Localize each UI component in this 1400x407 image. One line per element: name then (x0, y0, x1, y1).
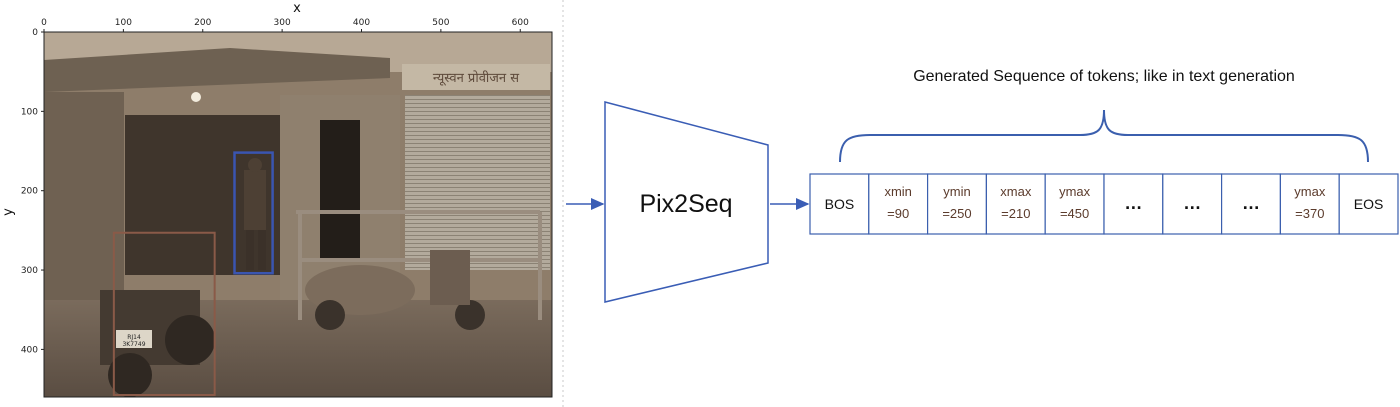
token-cell: … (1103, 173, 1164, 235)
token-special: EOS (1354, 196, 1384, 212)
token-cell: xmin =90 (868, 173, 929, 235)
token-value: =450 (1060, 206, 1089, 221)
token-box (926, 173, 987, 235)
token-sequence: BOS xmin =90 ymin =250 xmax =210 ymax =450 … … … yma… (809, 173, 1399, 235)
x-tick-label: 600 (512, 18, 529, 28)
token-cell: ymax =370 (1279, 173, 1340, 235)
token-value: =250 (942, 206, 971, 221)
token-ellipsis: … (1124, 193, 1142, 213)
y-axis-ticks: 0 100 200 300 400 (21, 28, 44, 355)
svg-text:न्यूस्वन प्रोवीजन स: न्यूस्वन प्रोवीजन स (433, 70, 519, 86)
x-tick-label: 100 (115, 18, 132, 28)
token-box (1162, 173, 1223, 235)
y-tick-label: 0 (32, 28, 38, 38)
token-name: ymax (1059, 184, 1091, 199)
token-cell: ymax =450 (1044, 173, 1105, 235)
token-name: xmin (884, 184, 911, 199)
svg-text:3K7749: 3K7749 (122, 341, 145, 348)
person-bounding-box (233, 151, 274, 275)
token-value: =90 (887, 206, 909, 221)
x-tick-label: 500 (432, 18, 449, 28)
token-value: =370 (1295, 206, 1324, 221)
image-plot: x y 0 100 200 300 400 500 600 0 100 200 300 400 न्… (1, 1, 553, 398)
plot-frame (43, 31, 553, 398)
token-ellipsis: … (1183, 193, 1201, 213)
token-cell: BOS (809, 173, 870, 235)
model-trapezoid (604, 101, 769, 303)
token-name: ymin (943, 184, 970, 199)
token-box (868, 173, 929, 235)
token-box (1220, 173, 1281, 235)
motorcycle-bounding-box (112, 231, 216, 396)
pix2seq-model: Pix2Seq (604, 101, 769, 303)
y-axis-label: y (1, 208, 16, 216)
x-tick-label: 200 (194, 18, 211, 28)
model-label: Pix2Seq (639, 190, 732, 218)
street-photo: न्यूस्वन प्रोवीजन स (44, 32, 552, 397)
y-tick-label: 100 (21, 107, 38, 117)
y-tick-label: 200 (21, 187, 38, 197)
x-axis-ticks: 0 100 200 300 400 500 600 (41, 18, 529, 32)
token-name: xmax (1000, 184, 1032, 199)
token-cell: xmax =210 (985, 173, 1046, 235)
token-box (1044, 173, 1105, 235)
token-box (1338, 173, 1399, 235)
token-box (985, 173, 1046, 235)
sequence-caption: Generated Sequence of tokens; like in te… (913, 68, 1295, 85)
token-value: =210 (1001, 206, 1030, 221)
svg-text:RJ14: RJ14 (127, 334, 141, 341)
token-cell: … (1220, 173, 1281, 235)
x-tick-label: 400 (353, 18, 370, 28)
token-name: ymax (1294, 184, 1326, 199)
token-ellipsis: … (1242, 193, 1260, 213)
token-box (1279, 173, 1340, 235)
x-tick-label: 300 (274, 18, 291, 28)
token-cell: ymin =250 (926, 173, 987, 235)
token-special: BOS (825, 196, 855, 212)
token-cell: … (1162, 173, 1223, 235)
token-box (1103, 173, 1164, 235)
token-cell: EOS (1338, 173, 1399, 235)
x-tick-label: 0 (41, 18, 47, 28)
y-tick-label: 300 (21, 266, 38, 276)
y-tick-label: 400 (21, 345, 38, 355)
bounding-boxes (112, 151, 274, 396)
x-axis-label: x (293, 1, 301, 16)
curly-brace (839, 109, 1369, 163)
